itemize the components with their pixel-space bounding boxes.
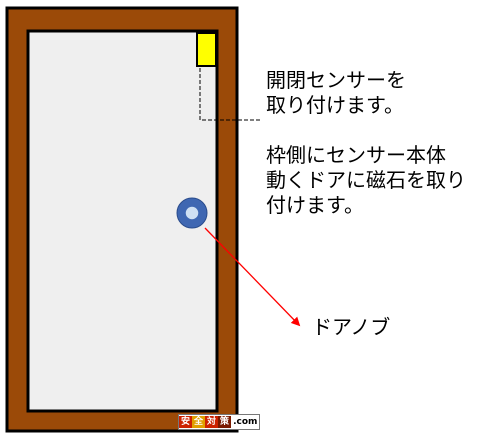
door-knob-label: ドアノブ xyxy=(312,315,391,339)
magnet-caption-line3: 付けます。 xyxy=(266,193,364,217)
magnet-caption: 枠側にセンサー本体 動くドアに磁石を取り 付けます。 xyxy=(266,143,466,218)
sensor-caption-line1: 開閉センサーを xyxy=(266,68,406,92)
sensor-icon xyxy=(196,32,217,67)
sensor-caption-line2: 取り付けます。 xyxy=(266,93,404,117)
site-logo: 安 全 対 策 .com xyxy=(178,414,261,430)
sensor-leader-line xyxy=(199,68,262,121)
sensor-caption: 開閉センサーを 取り付けます。 xyxy=(266,68,406,118)
door-knob-icon xyxy=(176,197,208,229)
logo-char-4: 策 xyxy=(218,416,232,428)
logo-char-1: 安 xyxy=(179,416,193,428)
logo-domain: .com xyxy=(233,417,258,427)
logo-char-2: 全 xyxy=(192,416,206,428)
logo-char-3: 対 xyxy=(205,416,219,428)
magnet-caption-line1: 枠側にセンサー本体 xyxy=(266,143,446,167)
knob-arrow xyxy=(204,227,301,327)
magnet-caption-line2: 動くドアに磁石を取り xyxy=(266,168,466,192)
